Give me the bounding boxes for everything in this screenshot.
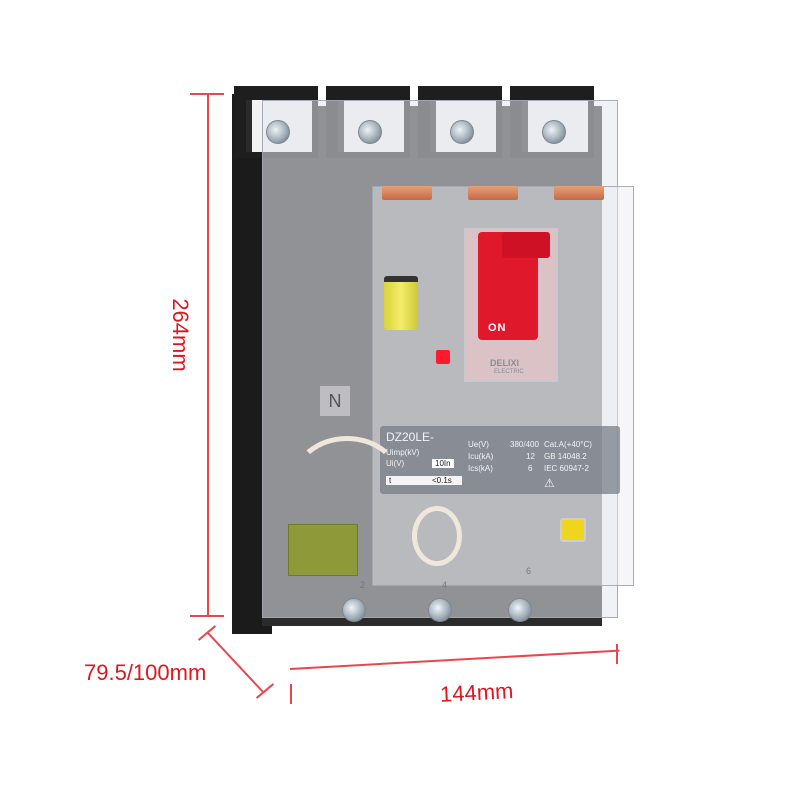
nameplate-ics-value: 6 bbox=[528, 464, 533, 473]
nameplate-standard-iec: IEC 60947-2 bbox=[544, 464, 589, 473]
test-button[interactable] bbox=[560, 518, 586, 542]
height-dimension-label: 264mm bbox=[168, 298, 193, 372]
pole-number: 4 bbox=[442, 580, 448, 590]
trip-coil bbox=[384, 276, 418, 330]
white-wire bbox=[292, 436, 402, 526]
neutral-mark: N bbox=[320, 386, 350, 416]
circuit-board bbox=[288, 524, 358, 576]
nameplate: DZ20LE- Uimp(kV) Ui(V) 10In t <0.1s Ue(V… bbox=[380, 426, 620, 494]
copper-bar bbox=[554, 186, 604, 200]
screw-icon bbox=[508, 598, 532, 622]
screw-icon bbox=[358, 120, 382, 144]
nameplate-standard-gb: GB 14048.2 bbox=[544, 452, 587, 461]
nameplate-category: Cat.A(+40°C) bbox=[544, 440, 592, 449]
height-dimension-cap-top bbox=[190, 93, 224, 95]
trip-indicator-button[interactable] bbox=[436, 350, 450, 364]
handle-on-label: ON bbox=[488, 322, 507, 334]
nameplate-t-value: <0.1s bbox=[432, 476, 452, 485]
nameplate-ue-label: Ue(V) bbox=[468, 440, 489, 449]
pole-number: 2 bbox=[360, 580, 366, 590]
handle-top bbox=[502, 232, 550, 258]
screw-icon bbox=[428, 598, 452, 622]
nameplate-in-value: 10In bbox=[432, 459, 454, 468]
nameplate-icu-value: 12 bbox=[526, 452, 535, 461]
brand-subtext: ELECTRIC bbox=[494, 369, 524, 375]
screw-icon bbox=[450, 120, 474, 144]
width-dimension-cap-left bbox=[290, 684, 292, 704]
pole-number: 6 bbox=[526, 566, 532, 576]
depth-dimension-label: 79.5/100mm bbox=[84, 660, 207, 685]
brand-logo: DELIXI bbox=[490, 358, 520, 368]
screw-icon bbox=[266, 120, 290, 144]
width-dimension-label: 144mm bbox=[439, 678, 514, 707]
width-dimension-cap-right bbox=[616, 644, 618, 664]
height-dimension-cap-bottom bbox=[190, 615, 224, 617]
nameplate-ue-value: 380/400 bbox=[510, 440, 539, 449]
circuit-breaker: N ON DELIXI ELECTRIC DZ20LE- Uimp(kV) Ui… bbox=[232, 86, 634, 666]
nameplate-uimp-label: Uimp(kV) bbox=[386, 448, 420, 457]
screw-icon bbox=[542, 120, 566, 144]
warning-icon: ⚠ bbox=[544, 476, 555, 490]
nameplate-icu-label: Icu(kA) bbox=[468, 452, 494, 461]
nameplate-model: DZ20LE- bbox=[386, 430, 435, 444]
copper-bar bbox=[382, 186, 432, 200]
white-wire-coil bbox=[412, 506, 462, 566]
screw-icon bbox=[342, 598, 366, 622]
nameplate-ics-label: Ics(kA) bbox=[468, 464, 493, 473]
copper-bar bbox=[468, 186, 518, 200]
height-dimension-line bbox=[207, 94, 209, 616]
